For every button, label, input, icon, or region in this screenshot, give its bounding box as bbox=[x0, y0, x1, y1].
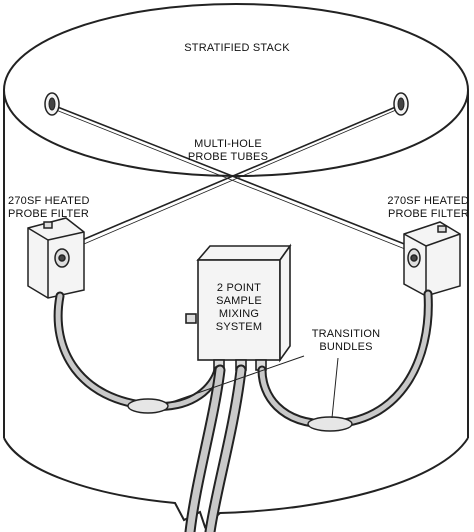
mixer-label-line1: 2 POINT bbox=[217, 282, 261, 294]
mixer-label-line4: SYSTEM bbox=[216, 321, 262, 333]
mixing-system-enclosure bbox=[185, 243, 292, 371]
probe-tube-right-to-left-filter-inner bbox=[69, 109, 397, 251]
hose-left-filter-to-mixer bbox=[53, 291, 223, 411]
stack-bottom-cutaway bbox=[3, 437, 469, 529]
probe-tubes bbox=[54, 105, 413, 252]
stack-title: STRATIFIED STACK bbox=[184, 42, 290, 54]
left-filter-label-line1: 270SF HEATED bbox=[8, 195, 90, 207]
mixer-label-line3: MIXING bbox=[219, 308, 259, 320]
mixer-label-line2: SAMPLE bbox=[216, 295, 262, 307]
probe-tube-left-to-right-filter-inner bbox=[55, 109, 411, 252]
probe-flange-right bbox=[393, 92, 409, 116]
right-filter-label-line1: 270SF HEATED bbox=[387, 195, 469, 207]
transition-bundle-left bbox=[127, 398, 169, 414]
probe-tubes-label-line2: PROBE TUBES bbox=[188, 151, 268, 163]
right-probe-filter bbox=[403, 221, 461, 297]
left-probe-filter bbox=[27, 217, 85, 299]
bundles-label-line2: BUNDLES bbox=[319, 341, 372, 353]
leader-lines bbox=[165, 355, 339, 419]
transition-bundles bbox=[127, 398, 353, 432]
right-filter-label-line2: PROBE FILTER bbox=[388, 208, 469, 220]
probe-tube-right-to-left-filter bbox=[67, 105, 399, 247]
transition-bundle-right bbox=[307, 416, 353, 432]
probe-flange-left bbox=[44, 92, 60, 116]
probe-tubes-label-line1: MULTI-HOLE bbox=[194, 138, 262, 150]
bundles-label-line1: TRANSITION bbox=[312, 328, 381, 340]
left-filter-label-line2: PROBE FILTER bbox=[8, 208, 89, 220]
